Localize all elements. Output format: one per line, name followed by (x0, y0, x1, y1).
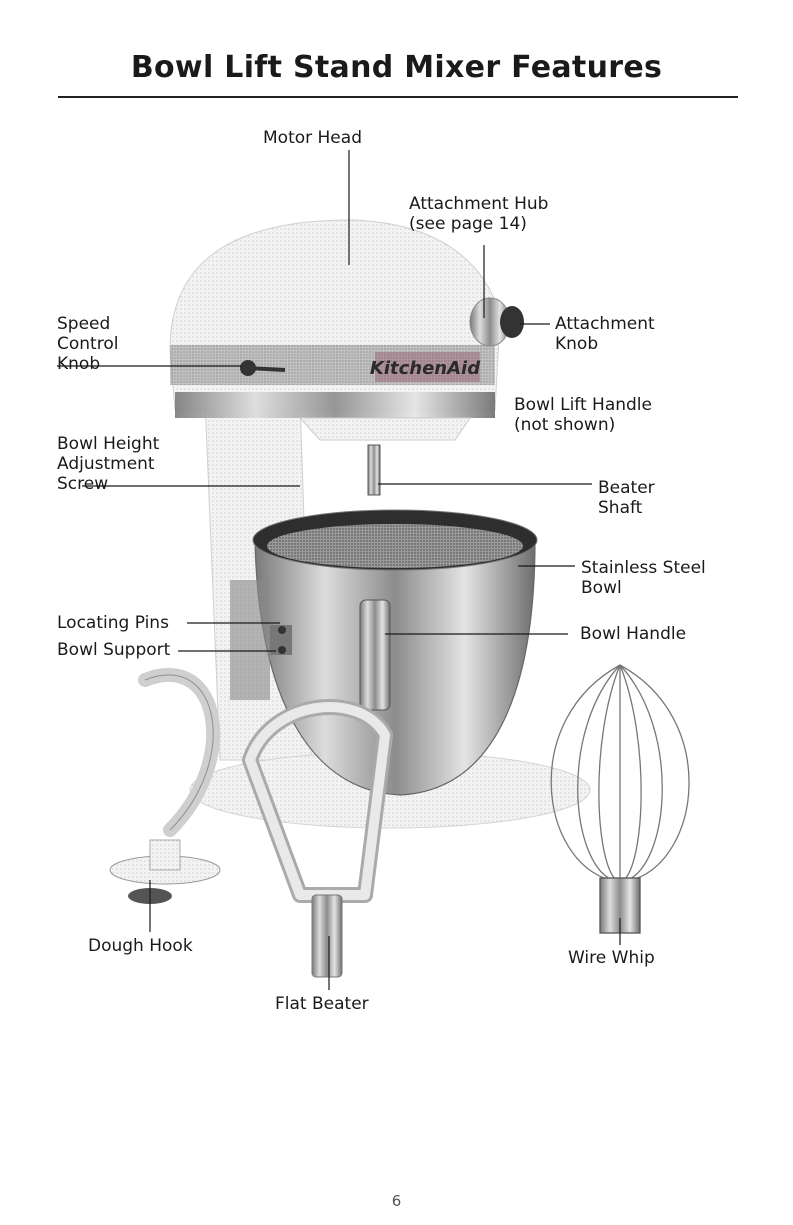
label-bowl-support: Bowl Support (57, 640, 170, 660)
label-attachment-hub: Attachment Hub (see page 14) (409, 194, 548, 234)
label-stainless-steel-bowl: Stainless Steel Bowl (581, 558, 706, 598)
label-attachment-knob: Attachment Knob (555, 314, 655, 354)
label-bowl-lift-handle: Bowl Lift Handle (not shown) (514, 395, 652, 435)
label-bowl-handle: Bowl Handle (580, 624, 686, 644)
attachment-hub (470, 298, 524, 346)
brand-logo: KitchenAid (370, 358, 481, 379)
label-speed-control-knob: Speed Control Knob (57, 314, 118, 374)
beater-shaft (368, 445, 380, 495)
label-dough-hook: Dough Hook (88, 936, 193, 956)
label-wire-whip: Wire Whip (568, 948, 655, 968)
label-locating-pins: Locating Pins (57, 613, 169, 633)
bowl-handle (360, 600, 390, 710)
label-bowl-height-adjustment-screw: Bowl Height Adjustment Screw (57, 434, 159, 494)
locating-pin (278, 646, 286, 654)
label-motor-head: Motor Head (263, 128, 362, 148)
dough-hook (110, 675, 220, 904)
label-beater-shaft: Beater Shaft (598, 478, 655, 518)
locating-pin (278, 626, 286, 634)
page-number: 6 (0, 1192, 793, 1210)
motor-head: KitchenAid (170, 220, 500, 440)
label-flat-beater: Flat Beater (275, 994, 369, 1014)
